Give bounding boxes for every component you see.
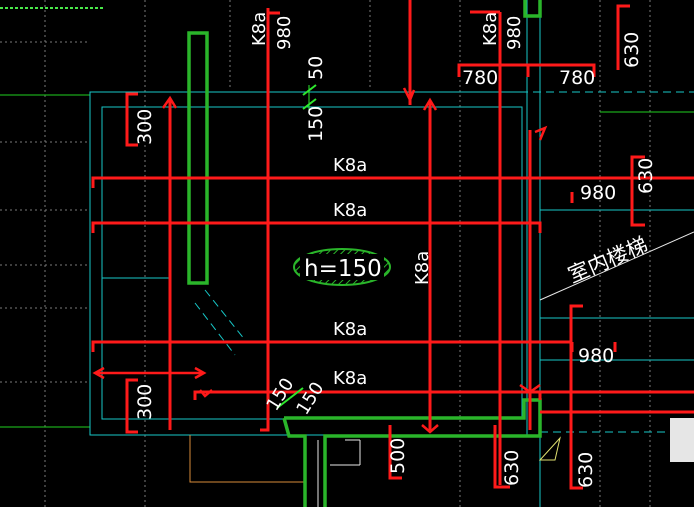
dim-980-top-right: 980 (504, 16, 525, 50)
dim-630-top: 630 (621, 32, 643, 68)
rebar-label-mid: K8a (333, 200, 367, 221)
dim-780-right: 780 (559, 67, 595, 89)
stair-diagonal (539, 231, 694, 301)
rebar-label-lower: K8a (333, 319, 367, 340)
background-grid (0, 0, 651, 507)
dim-780-left: 780 (462, 67, 498, 89)
dimension-ticks (276, 84, 317, 409)
rebar-lines (91, 0, 694, 490)
left-green-lines (0, 94, 694, 428)
rebar-label-bottom: K8a (333, 368, 367, 389)
slab-thickness-marker (293, 248, 391, 286)
dim-300-bottom: 300 (134, 384, 156, 420)
room-label-stair: 室内楼梯 (565, 233, 652, 288)
rebar-label-top-right: K8a (480, 12, 501, 46)
dim-300-top: 300 (134, 109, 156, 145)
dim-980-top-left: 980 (274, 16, 295, 50)
dim-980-right-lower: 980 (578, 345, 614, 367)
lower-outlines (189, 418, 694, 507)
dim-150-top: 150 (305, 106, 327, 142)
dim-630-bottom-right: 630 (575, 452, 597, 488)
dim-630-right: 630 (635, 158, 657, 194)
dim-500: 500 (387, 438, 409, 474)
edge-block (670, 418, 694, 462)
rebar-label-top: K8a (333, 155, 367, 176)
dim-150-diag-b: 150 (292, 378, 328, 418)
dim-630-bottom-mid: 630 (501, 450, 523, 486)
dim-980-right-upper: 980 (580, 182, 616, 204)
slab-thickness-label: h=150 (304, 256, 382, 282)
dim-50: 50 (305, 56, 327, 80)
beams (187, 0, 542, 507)
rebar-label-top-left: K8a (249, 12, 270, 46)
rebar-label-vertical: K8a (412, 251, 433, 285)
